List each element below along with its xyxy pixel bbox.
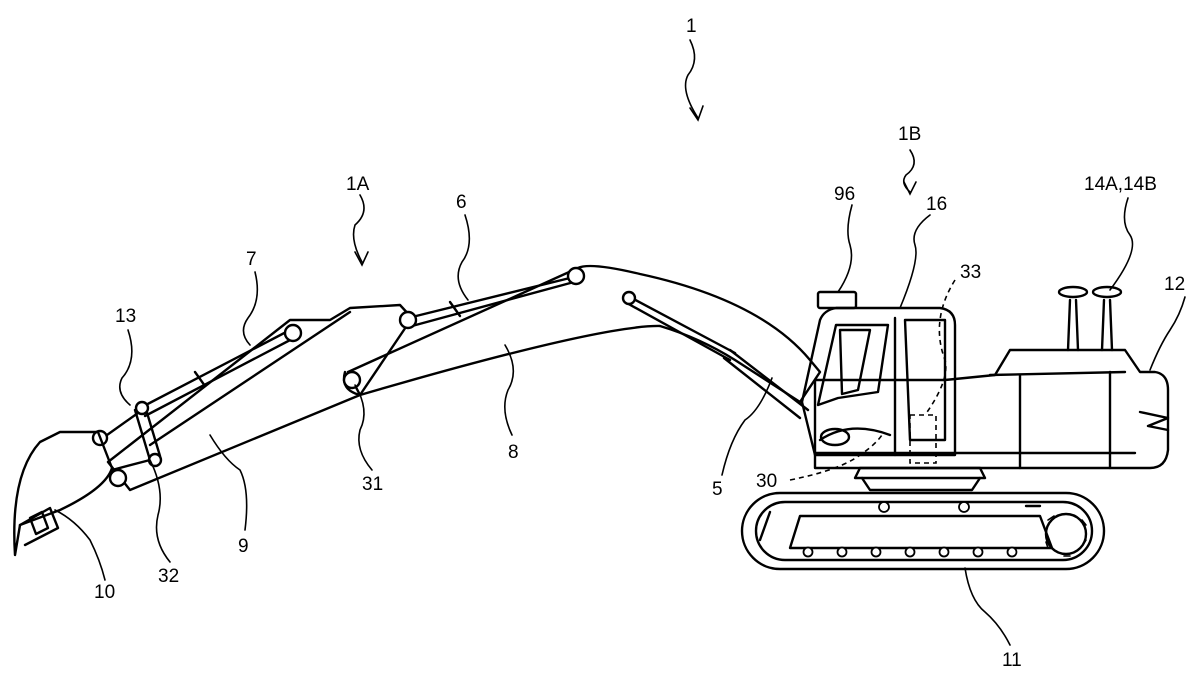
reference-labels: 1 1B 1A 96 16 14A,14B 33 12 6 7 13 8 31 … — [94, 16, 1185, 671]
arm — [106, 303, 414, 492]
upper-swing-body — [813, 348, 1170, 470]
label-arm-cylinder: 7 — [246, 249, 257, 270]
crawler-track — [740, 491, 1106, 571]
label-bucket-cylinder: 13 — [115, 306, 136, 327]
label-sensor-33: 33 — [960, 262, 981, 283]
label-swing-motor: 5 — [712, 479, 723, 500]
label-boom-cylinder: 6 — [456, 192, 467, 213]
label-gnss-antennas: 14A,14B — [1084, 174, 1157, 195]
bucket — [13, 430, 114, 557]
sensor-33 — [909, 279, 956, 464]
label-sensor-32: 32 — [158, 566, 179, 587]
label-machine: 1 — [686, 16, 697, 37]
arm-cylinder — [398, 266, 586, 330]
cab — [800, 290, 957, 457]
label-body: 1B — [898, 124, 921, 145]
label-device-96: 96 — [834, 184, 855, 205]
label-lower-traveling-body: 11 — [1002, 650, 1022, 671]
label-upper-swing-body: 12 — [1164, 274, 1185, 295]
boom-arm-pin — [342, 370, 362, 390]
boom-cylinder — [621, 290, 810, 420]
swing-frame — [853, 466, 987, 492]
label-sensor-31: 31 — [362, 474, 383, 495]
boom — [342, 264, 822, 404]
label-boom: 8 — [508, 442, 519, 463]
label-arm: 9 — [238, 536, 249, 557]
label-bucket: 10 — [94, 582, 115, 603]
device-96-box — [816, 290, 858, 310]
label-cab: 16 — [926, 194, 947, 215]
label-sensor-30: 30 — [756, 471, 777, 492]
gnss-antennas — [1057, 285, 1123, 352]
label-front-work-device: 1A — [346, 174, 370, 195]
bucket-cylinder — [138, 323, 303, 418]
leader-lines — [54, 39, 1186, 646]
